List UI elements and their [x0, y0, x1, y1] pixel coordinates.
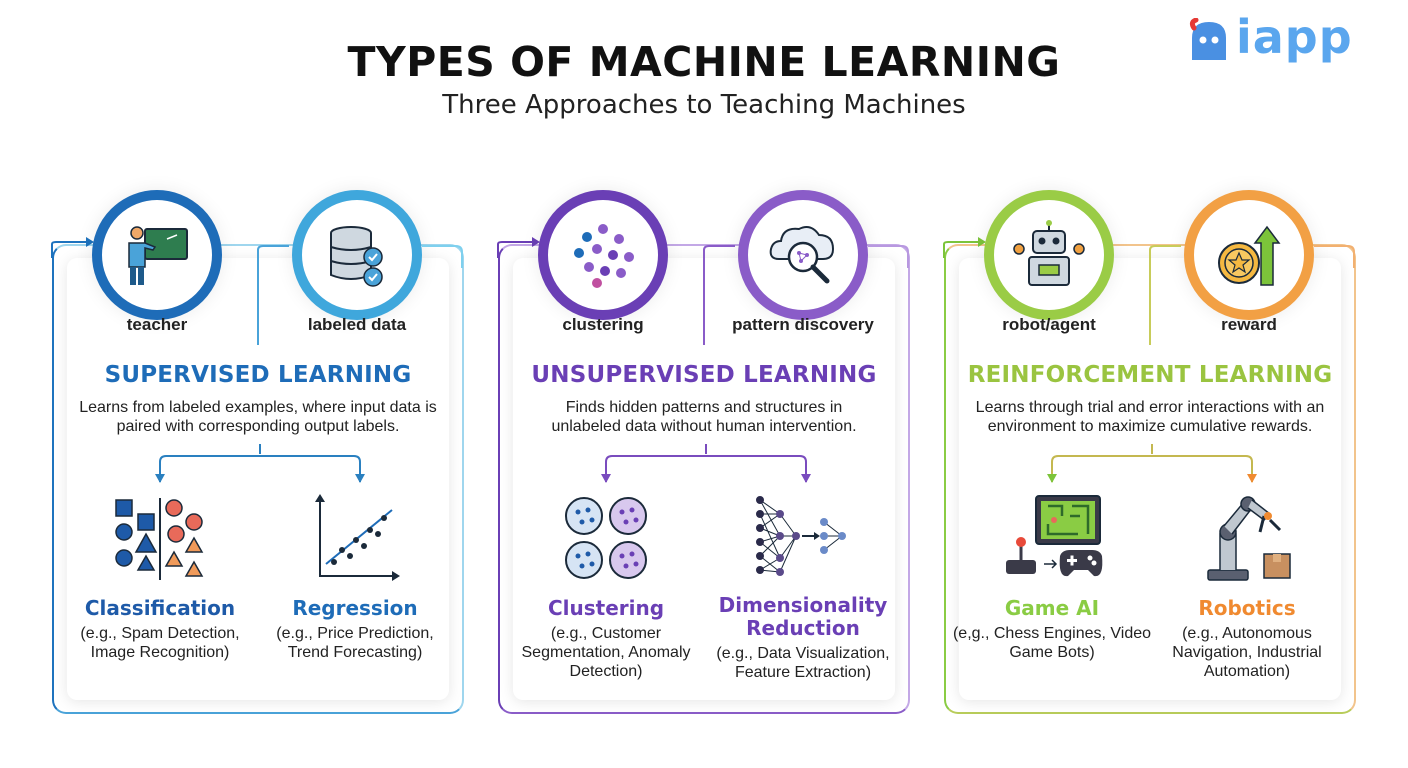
subtype-detail-classification: (e.g., Spam Detection, Image Recognition… [80, 625, 240, 661]
circle-label-labeled-data: labeled data [307, 315, 407, 334]
game-controller-icon [1006, 495, 1103, 577]
subtype-detail-robotics: (e.g., Autonomous Navigation, Industrial… [1172, 625, 1322, 680]
brand-logo: iapp [1186, 10, 1391, 64]
labeled-data-circle [292, 190, 422, 320]
subtype-title-regression: Regression [292, 596, 418, 620]
connector-arrow-icon [703, 245, 735, 345]
unsupervised-panel [498, 244, 910, 714]
robot-agent-circle [984, 190, 1114, 320]
cluster-bubbles-icon [565, 497, 647, 579]
clustering-circle [538, 190, 668, 320]
robotic-arm-icon [1207, 496, 1291, 581]
subtype-title-dimensionality-reduction: Dimensionality Reduction [718, 593, 888, 640]
circle-label-robot-agent: robot/agent [1002, 315, 1096, 334]
supervised-heading: SUPERVISED LEARNING [104, 362, 412, 388]
clustering-dots-icon [574, 224, 634, 288]
regression-chart-icon [315, 494, 400, 581]
arrow-in-icon [943, 237, 986, 258]
circle-label-pattern-discovery: pattern discovery [732, 315, 874, 334]
pattern-discovery-circle [738, 190, 868, 320]
reward-coin-arrow-icon [1218, 225, 1281, 286]
subtype-detail-dimensionality-reduction: (e.g., Data Visualization, Feature Extra… [716, 645, 890, 681]
circle-label-clustering: clustering [562, 315, 644, 334]
subtype-detail-clustering: (e.g., Customer Segmentation, Anomaly De… [521, 625, 691, 680]
reinforcement-heading: REINFORCEMENT LEARNING [967, 362, 1333, 388]
subtype-title-clustering: Clustering [547, 596, 665, 620]
reinforcement-description: Learns through trial and error interacti… [975, 399, 1325, 435]
cloud-magnifier-icon [769, 226, 835, 284]
connector-arrow-icon [257, 245, 289, 345]
logo-mascot-icon [1189, 17, 1226, 60]
split-arrow-icon [1047, 444, 1257, 483]
arrow-out-icon [422, 245, 463, 268]
reinforcement-panel [944, 244, 1356, 714]
page-subtitle: Three Approaches to Teaching Machines [442, 90, 966, 120]
connector-arrow-icon [1149, 245, 1181, 345]
unsupervised-heading: UNSUPERVISED LEARNING [531, 362, 877, 388]
split-arrow-icon [601, 444, 811, 483]
supervised-description: Learns from labeled examples, where inpu… [79, 399, 437, 435]
logo-wordmark: iapp [1236, 10, 1353, 64]
split-arrow-icon [155, 444, 365, 483]
arrow-in-icon [51, 237, 94, 258]
unsupervised-description: Finds hidden patterns and structures in … [551, 399, 857, 435]
arrow-out-icon [1314, 245, 1355, 268]
subtype-title-classification: Classification [84, 596, 236, 620]
teacher-icon [128, 226, 188, 285]
page-title: TYPES OF MACHINE LEARNING [347, 38, 1061, 86]
subtype-title-game-ai: Game AI [1004, 596, 1100, 620]
circle-label-teacher: teacher [126, 315, 188, 334]
subtype-detail-regression: (e.g., Price Prediction, Trend Forecasti… [276, 625, 434, 661]
subtype-title-robotics: Robotics [1198, 596, 1296, 620]
teacher-circle [92, 190, 222, 320]
supervised-panel [52, 244, 464, 714]
arrow-in-icon [497, 237, 540, 258]
classification-icon [115, 498, 204, 580]
reward-circle [1184, 190, 1314, 320]
robot-icon [1013, 220, 1085, 286]
arrow-out-icon [868, 245, 909, 268]
circle-label-reward: reward [1221, 315, 1277, 334]
database-check-icon [330, 226, 383, 287]
neural-network-reduction-icon [756, 496, 846, 576]
subtype-detail-game-ai: (e,g., Chess Engines, Video Game Bots) [952, 625, 1152, 661]
